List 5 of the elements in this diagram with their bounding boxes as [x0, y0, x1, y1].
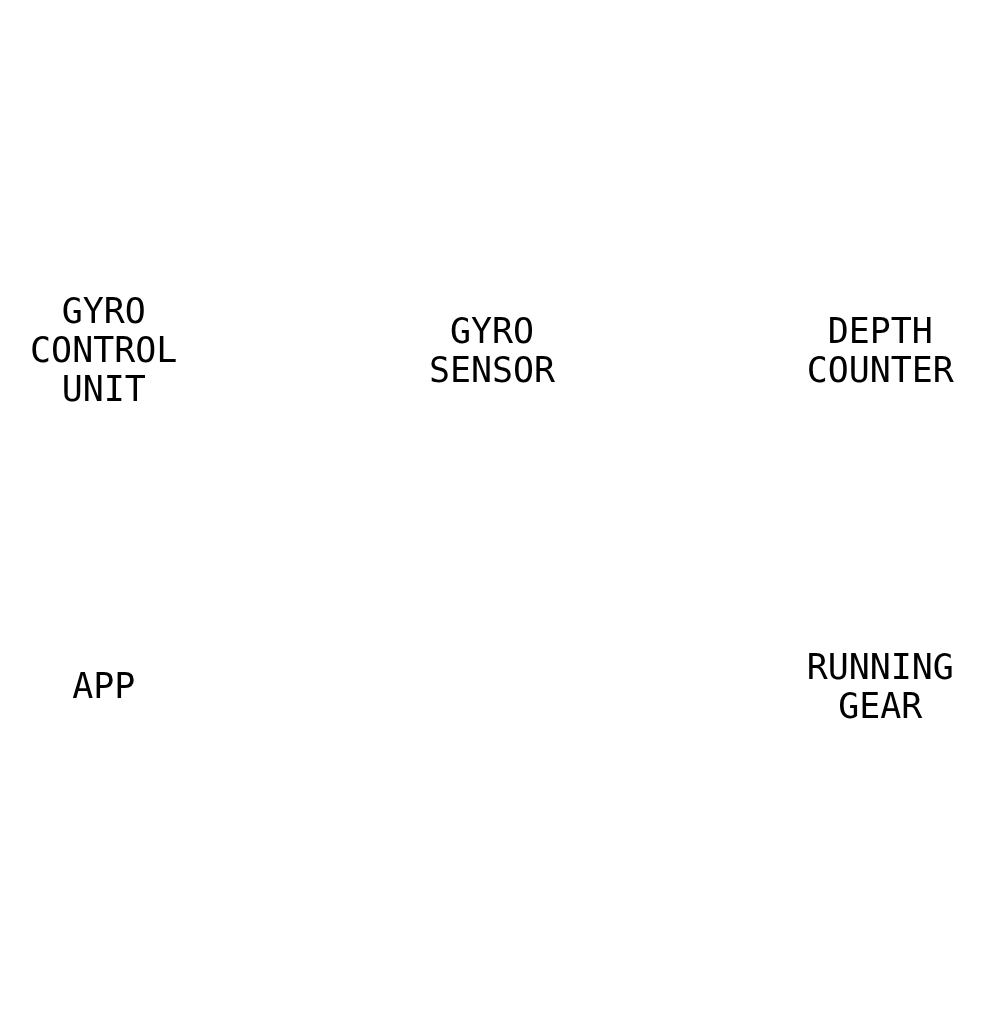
label: GYRO CONTROL UNIT: [30, 291, 178, 410]
label: GYRO SENSOR: [428, 310, 556, 390]
label: APP: [72, 666, 136, 707]
label: DEPTH COUNTER: [806, 310, 954, 390]
label: RUNNING GEAR: [806, 646, 954, 726]
